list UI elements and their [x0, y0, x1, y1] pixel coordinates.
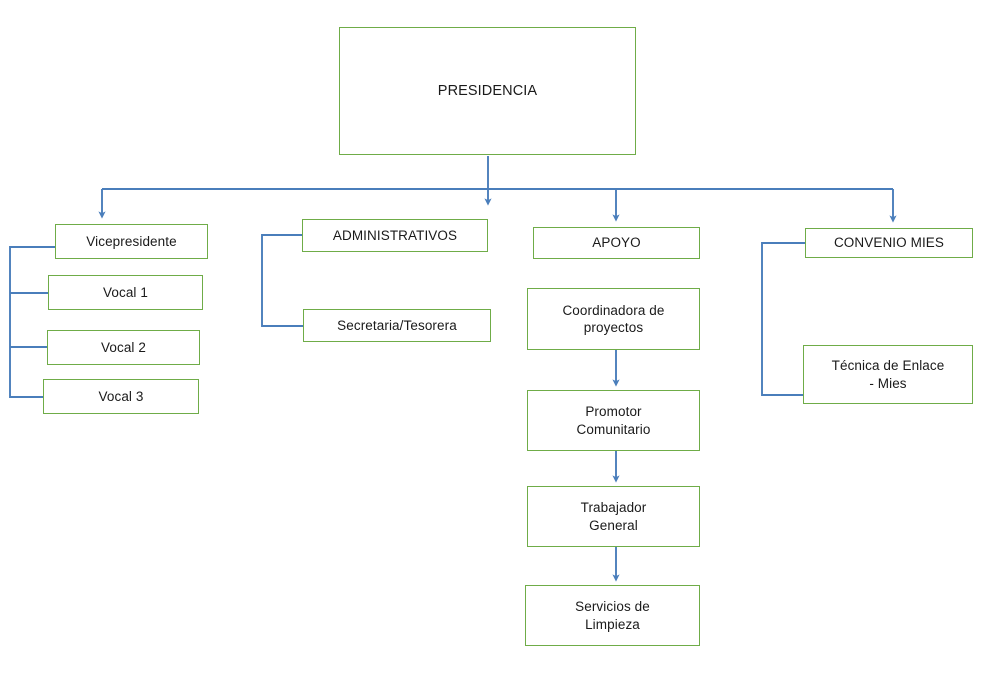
node-presidencia[interactable]: PRESIDENCIA [339, 27, 636, 155]
node-label-trabajador-general: Trabajador General [580, 500, 647, 533]
node-convenio-mies[interactable]: CONVENIO MIES [805, 228, 973, 258]
connector-vp-bracket [9, 246, 55, 398]
node-label-promotor-comunitario: Promotor Comunitario [576, 404, 651, 437]
node-label-vocal-1: Vocal 1 [103, 284, 148, 300]
node-label-vicepresidente: Vicepresidente [86, 233, 177, 249]
node-label-vocal-2: Vocal 2 [101, 339, 146, 355]
node-label-presidencia: PRESIDENCIA [437, 82, 538, 99]
node-label-vocal-3: Vocal 3 [98, 388, 144, 404]
connector-admin-bracket [261, 234, 303, 327]
node-administrativos[interactable]: ADMINISTRATIVOS [302, 219, 488, 252]
node-label-apoyo: APOYO [592, 235, 641, 251]
node-label-servicios-limpieza: Servicios de Limpieza [575, 599, 650, 632]
node-trabajador-general[interactable]: Trabajador General [527, 486, 700, 547]
connectors-group [9, 156, 897, 582]
node-label-secretaria-tesorera: Secretaria/Tesorera [337, 317, 457, 333]
node-label-tecnica-enlace-mies: Técnica de Enlace - Mies [831, 358, 945, 391]
node-label-coordinadora-proyectos: Coordinadora de proyectos [562, 302, 665, 335]
node-servicios-limpieza[interactable]: Servicios de Limpieza [525, 585, 700, 646]
node-promotor-comunitario[interactable]: Promotor Comunitario [527, 390, 700, 451]
node-tecnica-enlace-mies[interactable]: Técnica de Enlace - Mies [803, 345, 973, 404]
node-vocal-1[interactable]: Vocal 1 [48, 275, 203, 310]
node-label-administrativos: ADMINISTRATIVOS [332, 227, 458, 243]
node-apoyo[interactable]: APOYO [533, 227, 700, 259]
connector-mies-bracket [761, 242, 805, 396]
node-secretaria-tesorera[interactable]: Secretaria/Tesorera [303, 309, 491, 342]
node-vicepresidente[interactable]: Vicepresidente [55, 224, 208, 259]
node-vocal-3[interactable]: Vocal 3 [43, 379, 199, 414]
node-vocal-2[interactable]: Vocal 2 [47, 330, 200, 365]
node-coordinadora-proyectos[interactable]: Coordinadora de proyectos [527, 288, 700, 350]
node-label-convenio-mies: CONVENIO MIES [833, 235, 945, 251]
